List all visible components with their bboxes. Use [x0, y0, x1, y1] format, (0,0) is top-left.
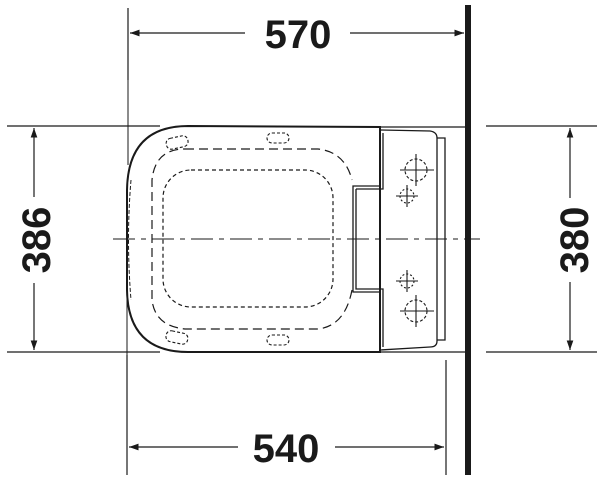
- dimension-label-380: 380: [553, 207, 597, 274]
- wall-line: [465, 5, 471, 475]
- mounting-holes: [396, 154, 434, 327]
- dimension-right: 380: [486, 125, 597, 353]
- dimension-top: 570: [127, 8, 464, 80]
- dimension-label-386: 386: [15, 207, 59, 274]
- dimension-bottom: 540: [126, 355, 447, 475]
- mounting-block: [352, 126, 465, 353]
- dimension-left: 386: [7, 125, 160, 353]
- dimension-label-540: 540: [253, 427, 320, 471]
- toilet-outline: [126, 124, 381, 353]
- dimension-label-570: 570: [265, 13, 332, 57]
